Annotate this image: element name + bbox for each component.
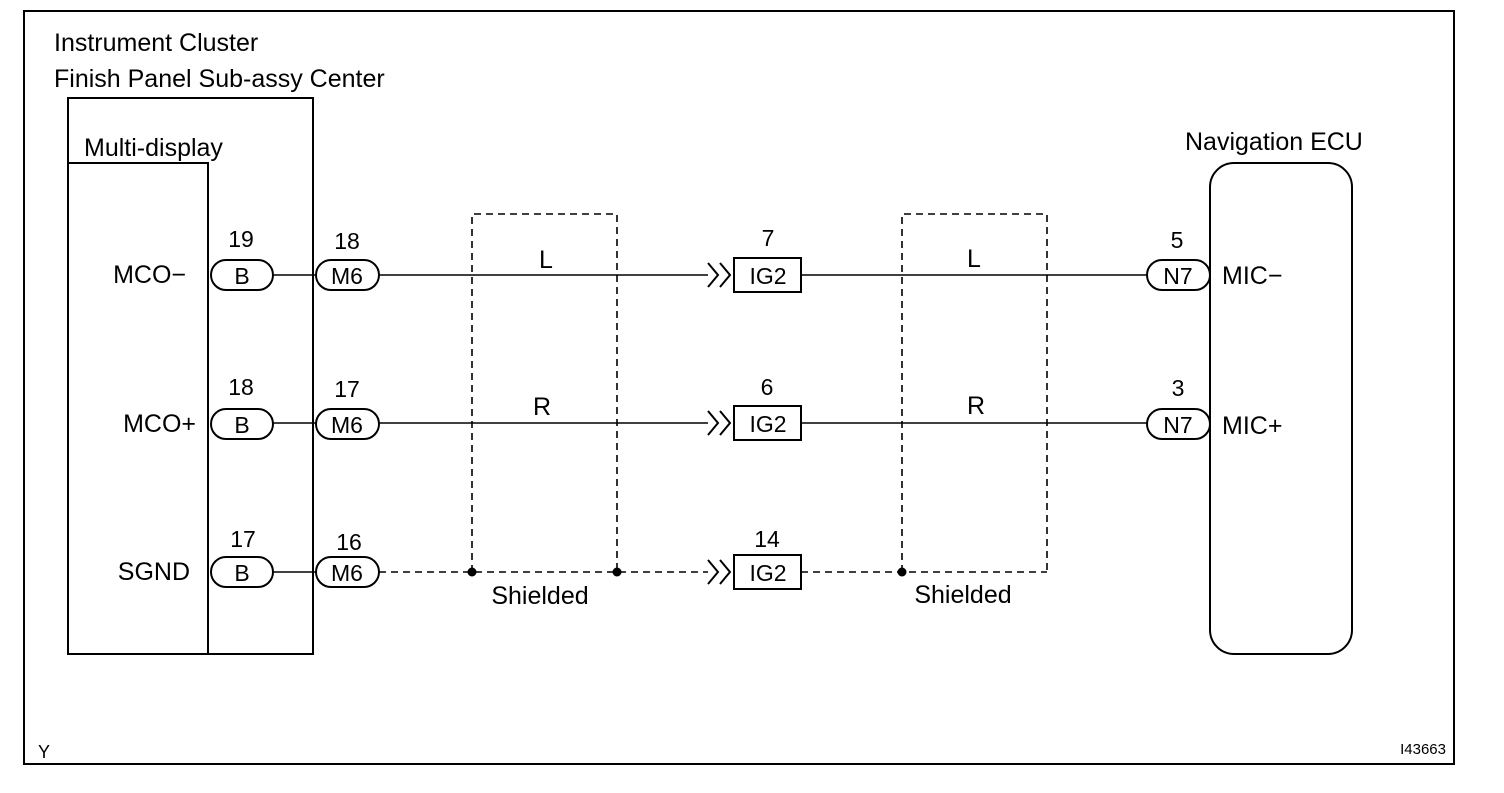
signal-label-mco-plus: MCO+ xyxy=(123,410,196,438)
connector-label: B xyxy=(234,412,249,438)
left-component-title-line1: Instrument Cluster xyxy=(54,29,258,57)
connector-label: M6 xyxy=(331,560,363,586)
pin-number: 5 xyxy=(1171,227,1184,253)
signal-label-mco-minus: MCO− xyxy=(113,261,186,289)
pin-number: 14 xyxy=(754,526,780,552)
circuit-row-1: MCO− 19 B 18 M6 L 7 IG2 L 5 N7 MIC− xyxy=(113,225,1282,293)
shielded-label-left: Shielded xyxy=(491,582,588,610)
signal-label-mic-minus: MIC− xyxy=(1222,262,1282,290)
splice-arrow-icon xyxy=(707,262,732,288)
connector-n7-pin xyxy=(1146,259,1211,291)
multi-display-box xyxy=(67,162,209,655)
pin-number: 16 xyxy=(336,529,362,555)
pin-number: 17 xyxy=(230,526,256,552)
signal-label-mic-plus: MIC+ xyxy=(1222,412,1282,440)
pin-number: 17 xyxy=(334,376,360,402)
shield-junction-dot xyxy=(612,567,622,577)
figure-id: I43663 xyxy=(1400,741,1446,758)
pin-number: 3 xyxy=(1172,375,1185,401)
pin-number: 18 xyxy=(228,374,254,400)
connector-m6-pin xyxy=(315,408,380,440)
pin-number: 7 xyxy=(762,225,775,251)
instrument-cluster-box xyxy=(67,97,314,655)
connector-label: N7 xyxy=(1163,412,1192,438)
pin-number: 19 xyxy=(228,226,254,252)
wire-color-label: L xyxy=(967,245,981,273)
connector-label: B xyxy=(234,263,249,289)
connector-label: B xyxy=(234,560,249,586)
signal-label-sgnd: SGND xyxy=(118,558,190,586)
wire-color-label: R xyxy=(967,392,985,420)
connector-label: M6 xyxy=(331,263,363,289)
wire-color-label: L xyxy=(539,246,553,274)
connector-label: N7 xyxy=(1163,263,1192,289)
pin-number: 18 xyxy=(334,228,360,254)
shield-junction-dot xyxy=(897,567,907,577)
connector-n7-pin xyxy=(1146,408,1211,440)
shield-junction-dot xyxy=(467,567,477,577)
left-component-title-line2: Finish Panel Sub-assy Center xyxy=(54,65,385,93)
connector-label: M6 xyxy=(331,412,363,438)
splice-arrow-icon xyxy=(707,559,732,585)
navigation-ecu-title: Navigation ECU xyxy=(1185,128,1363,156)
pin-number: 6 xyxy=(761,374,774,400)
wire-color-label: R xyxy=(533,393,551,421)
multi-display-label: Multi-display xyxy=(84,134,223,162)
connector-label: IG2 xyxy=(749,411,786,437)
connector-label: IG2 xyxy=(749,560,786,586)
circuit-row-2: MCO+ 18 B 17 M6 R 6 IG2 R 3 N7 MIC+ xyxy=(123,374,1282,441)
shielded-label-right: Shielded xyxy=(914,581,1011,609)
corner-mark: Y xyxy=(38,742,50,762)
navigation-ecu-box xyxy=(1209,162,1353,655)
diagram-frame xyxy=(23,10,1455,765)
circuit-row-3: SGND 17 B 16 M6 14 IG2 xyxy=(118,526,1047,590)
connector-label: IG2 xyxy=(749,263,786,289)
splice-arrow-icon xyxy=(707,410,732,436)
connector-b-pin xyxy=(210,408,274,440)
